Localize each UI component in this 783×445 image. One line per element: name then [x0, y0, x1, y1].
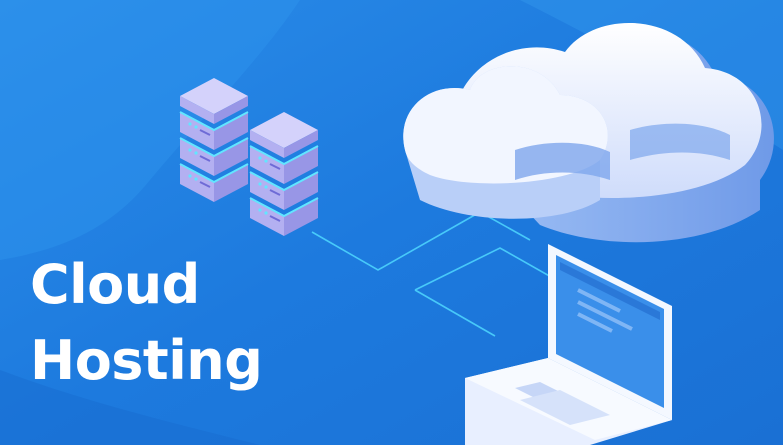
headline-line-2: Hosting — [30, 329, 263, 392]
background-wave — [0, 370, 260, 445]
headline-line-1: Cloud — [30, 253, 200, 316]
laptop-icon — [465, 244, 672, 445]
background-wave — [520, 0, 783, 150]
background-wave — [0, 0, 300, 260]
cloud-icon — [403, 22, 774, 243]
server-rack-icon — [179, 78, 249, 202]
server-rack-icon — [249, 112, 319, 236]
